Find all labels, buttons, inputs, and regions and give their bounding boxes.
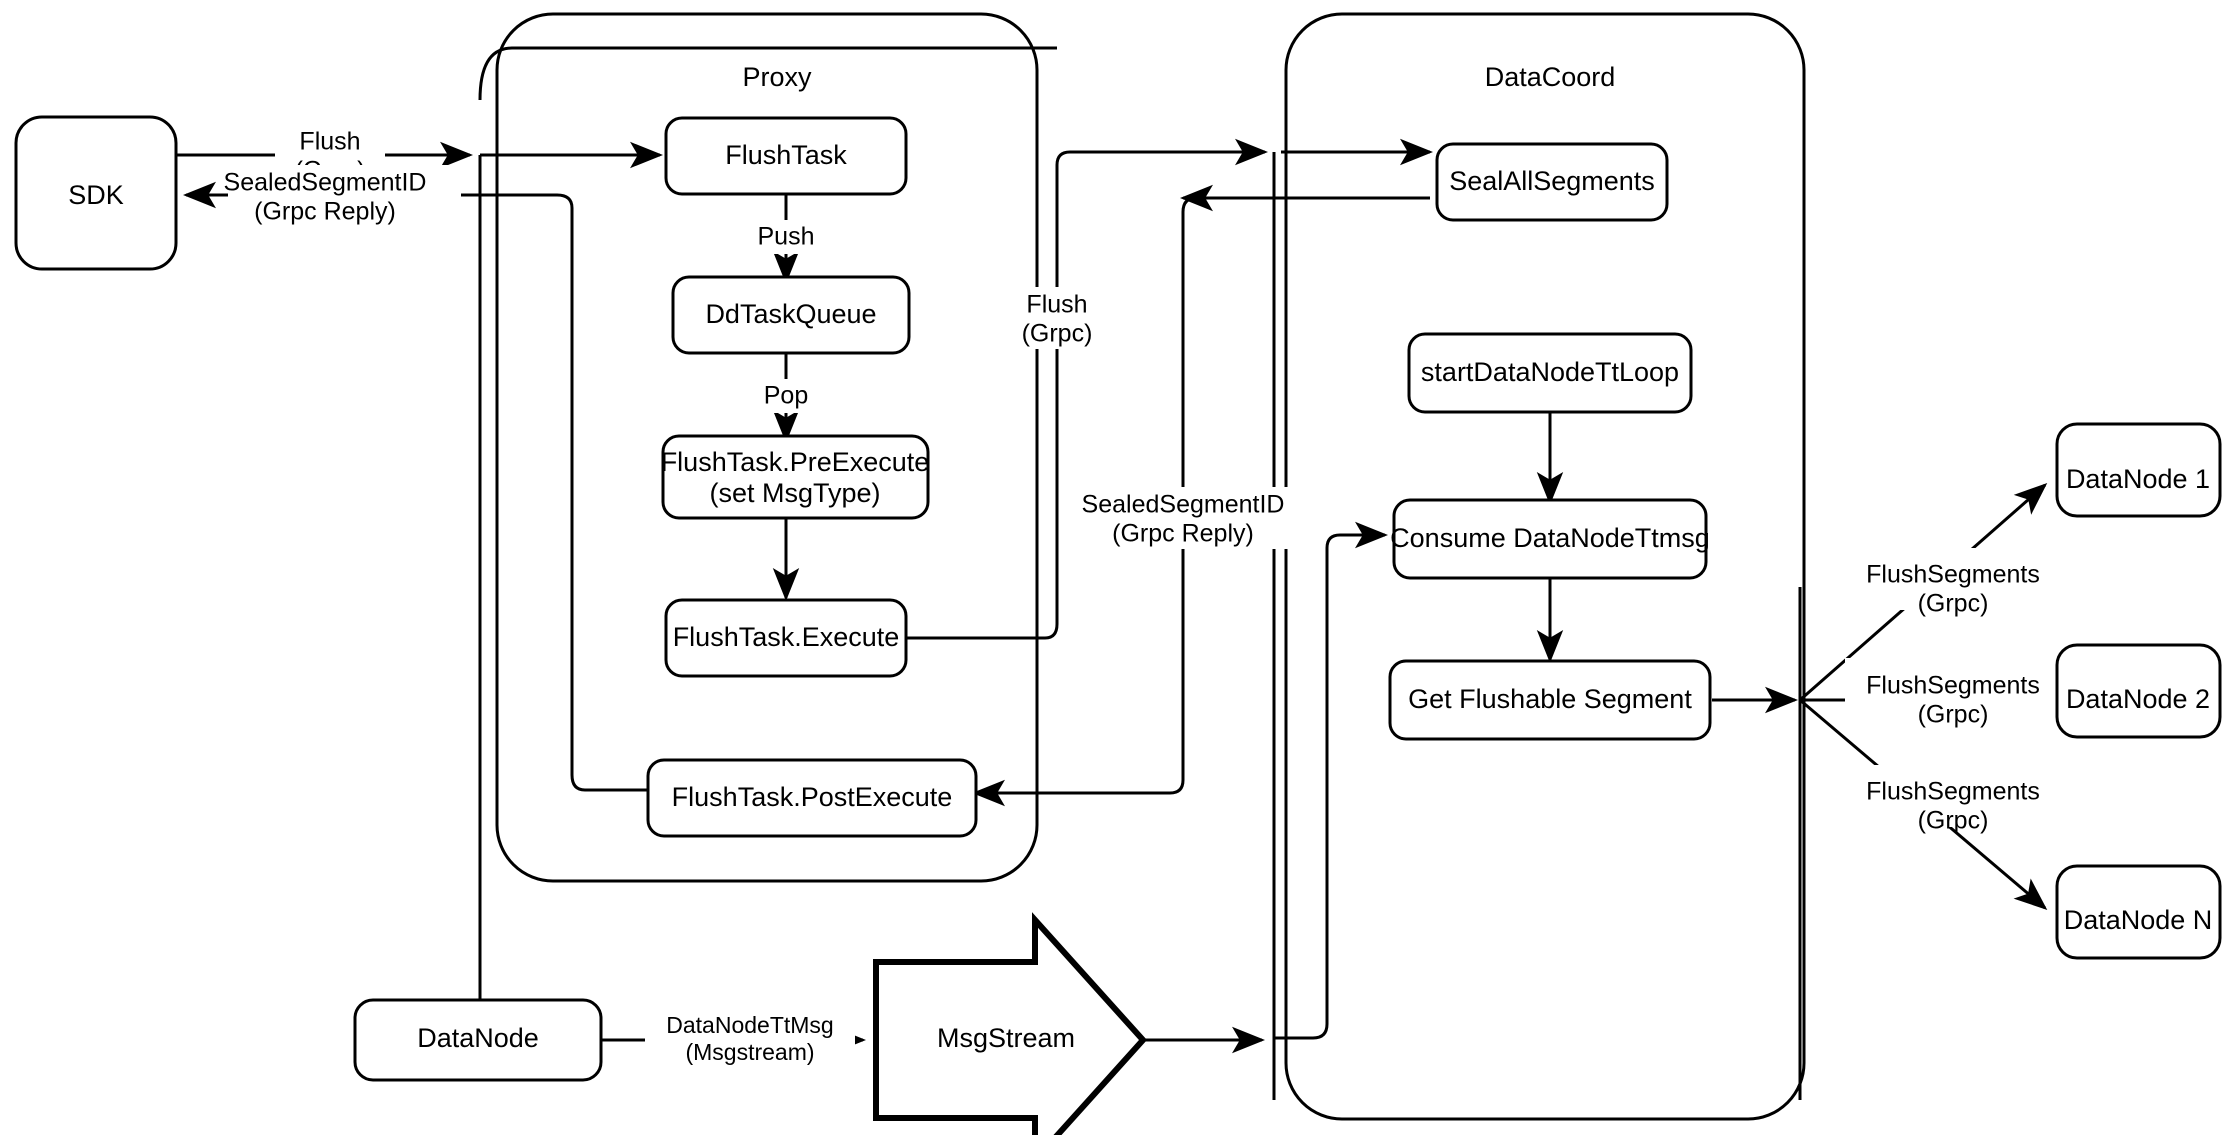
node-flushtask-postexecute[interactable]: FlushTask.PostExecute <box>646 758 978 838</box>
label-flush-coord-line2: (Grpc) <box>1022 320 1093 348</box>
consume-datanodettmsg-box[interactable] <box>1392 498 1708 580</box>
node-datanode-bottom[interactable]: DataNode <box>353 998 603 1082</box>
flushtask-label: FlushTask <box>725 140 847 170</box>
execute-box[interactable] <box>664 598 908 678</box>
datanode-n-label: DataNode N <box>2064 905 2213 935</box>
label-flushsegments-1-line1: FlushSegments <box>1866 561 2040 589</box>
node-flushtask[interactable]: FlushTask <box>664 116 908 196</box>
postexecute-label: FlushTask.PostExecute <box>672 782 953 812</box>
datanode-bottom-box[interactable] <box>353 998 603 1082</box>
node-sealallsegments[interactable]: SealAllSegments <box>1435 142 1669 222</box>
msgstream-arrow-shape[interactable] <box>873 912 1148 1135</box>
label-datanodettmsg-line1: DataNodeTtMsg <box>666 1012 833 1038</box>
label-sealedsegid-coord-line2: (Grpc Reply) <box>1112 520 1254 548</box>
edge-execute-to-coord-boundary <box>906 138 1268 640</box>
msgstream-label: MsgStream <box>937 1023 1075 1053</box>
datanode-2-label: DataNode 2 <box>2066 684 2210 714</box>
label-sealedsegid-line2: (Grpc Reply) <box>254 198 396 226</box>
postexecute-box[interactable] <box>646 758 978 838</box>
node-consume-datanodettmsg[interactable]: Consume DataNodeTtmsg <box>1390 498 1710 580</box>
label-bg-flushsegn <box>1845 765 2061 827</box>
label-pop: Pop <box>764 382 808 410</box>
label-flushsegments-n-line2: (Grpc) <box>1918 807 1989 835</box>
ddtaskqueue-label: DdTaskQueue <box>705 299 876 329</box>
node-msgstream[interactable]: MsgStream <box>873 912 1148 1135</box>
get-flushable-segment-box[interactable] <box>1388 659 1712 741</box>
startdatanodettloop-label: startDataNodeTtLoop <box>1421 357 1679 387</box>
sdk-box[interactable] <box>14 115 178 271</box>
proxy-container <box>495 12 1039 883</box>
datanode-1-box[interactable] <box>2055 422 2222 518</box>
sealallsegments-box[interactable] <box>1435 142 1669 222</box>
group-proxy: Proxy <box>495 12 1039 883</box>
node-sdk[interactable]: SDK <box>14 115 178 271</box>
label-flushsegments-2-line1: FlushSegments <box>1866 672 2040 700</box>
label-flushsegments-2-line2: (Grpc) <box>1918 701 1989 729</box>
label-bg-sealedsegid-coord <box>1090 487 1323 549</box>
node-get-flushable-segment[interactable]: Get Flushable Segment <box>1388 659 1712 741</box>
execute-label: FlushTask.Execute <box>673 622 900 652</box>
datanode-2-box[interactable] <box>2055 643 2222 739</box>
label-flush-line1: Flush <box>299 128 360 156</box>
edge-rail-proxy-entry <box>478 155 496 1046</box>
edge-msgstream-rail-to-consume <box>1275 521 1388 1040</box>
ddtaskqueue-box[interactable] <box>671 275 911 355</box>
flushtask-box[interactable] <box>664 116 908 196</box>
label-bg-flushseg2 <box>1845 658 2061 720</box>
label-bg-flush-coord <box>1010 287 1104 349</box>
preexecute-label-line2: (set MsgType) <box>709 478 880 508</box>
label-bg-flushseg1 <box>1845 548 2061 610</box>
label-bg-datanodettmsg <box>645 1008 855 1070</box>
label-sealedsegid-coord-line1: SealedSegmentID <box>1082 491 1285 519</box>
preexecute-box[interactable] <box>661 434 930 520</box>
label-push: Push <box>758 223 815 251</box>
label-bg-pop <box>748 379 824 413</box>
label-bg-push <box>742 220 830 254</box>
datacoord-container <box>1284 12 1806 1121</box>
datanode-n-box[interactable] <box>2055 864 2222 960</box>
datanode-1-label: DataNode 1 <box>2066 464 2210 494</box>
group-datacoord: DataCoord <box>1284 12 1806 1121</box>
startdatanodettloop-box[interactable] <box>1407 332 1693 414</box>
sealallsegments-label: SealAllSegments <box>1449 166 1655 196</box>
node-datanode-1[interactable]: DataNode 1 <box>2055 422 2222 518</box>
consume-datanodettmsg-label: Consume DataNodeTtmsg <box>1390 523 1710 553</box>
label-flushsegments-1-line2: (Grpc) <box>1918 590 1989 618</box>
node-startdatanodettloop[interactable]: startDataNodeTtLoop <box>1407 332 1693 414</box>
node-ddtaskqueue[interactable]: DdTaskQueue <box>671 275 911 355</box>
sdk-label: SDK <box>68 180 124 210</box>
datacoord-group-label: DataCoord <box>1485 62 1616 92</box>
label-datanodettmsg-line2: (Msgstream) <box>685 1039 814 1065</box>
node-flushtask-execute[interactable]: FlushTask.Execute <box>664 598 908 678</box>
datanode-bottom-label: DataNode <box>417 1023 539 1053</box>
label-sealedsegid-line1: SealedSegmentID <box>224 169 427 197</box>
get-flushable-segment-label: Get Flushable Segment <box>1408 684 1692 714</box>
node-datanode-n[interactable]: DataNode N <box>2055 864 2222 960</box>
preexecute-label-line1: FlushTask.PreExecute <box>661 447 930 477</box>
label-flushsegments-n-line1: FlushSegments <box>1866 778 2040 806</box>
label-bg-sealedsegid-reply <box>228 165 461 227</box>
proxy-group-label: Proxy <box>742 62 812 92</box>
node-datanode-2[interactable]: DataNode 2 <box>2055 643 2222 739</box>
label-flush-coord-line1: Flush <box>1026 291 1087 319</box>
node-flushtask-preexecute[interactable]: FlushTask.PreExecute (set MsgType) <box>661 434 930 520</box>
edge-rail-proxy-top <box>478 46 1057 101</box>
edge-postexecute-to-sdk <box>183 181 650 792</box>
